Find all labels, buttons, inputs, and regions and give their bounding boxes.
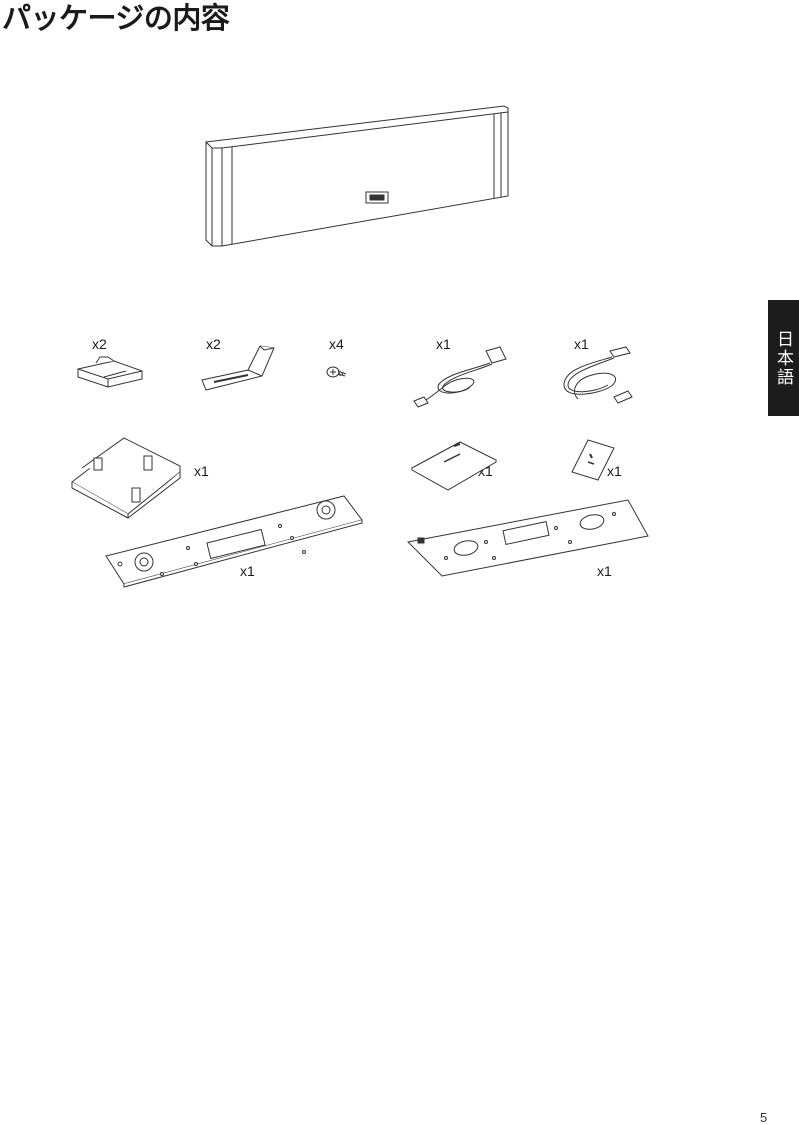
wall-bracket-illustration <box>198 340 278 395</box>
wall-template-illustration <box>406 498 650 578</box>
qty-screw: x4 <box>329 336 344 352</box>
mounting-plate-illustration <box>104 494 366 590</box>
manual-illustration <box>408 438 498 493</box>
qty-stand: x2 <box>92 336 107 352</box>
qty-cable-cover: x1 <box>194 463 209 479</box>
optical-cable-illustration <box>552 345 637 410</box>
language-tab-label: 日本語 <box>771 330 796 387</box>
language-tab: 日本語 <box>768 300 799 416</box>
qty-mounting-plate: x1 <box>240 563 255 579</box>
leaflet-illustration <box>568 438 618 483</box>
qty-wall-template: x1 <box>597 563 612 579</box>
screw-illustration <box>326 364 348 380</box>
page-title: パッケージの内容 <box>2 0 229 36</box>
power-cable-illustration <box>410 345 510 410</box>
page-number: 5 <box>760 1110 767 1125</box>
soundbar-illustration <box>196 100 516 250</box>
stand-illustration <box>74 355 144 390</box>
